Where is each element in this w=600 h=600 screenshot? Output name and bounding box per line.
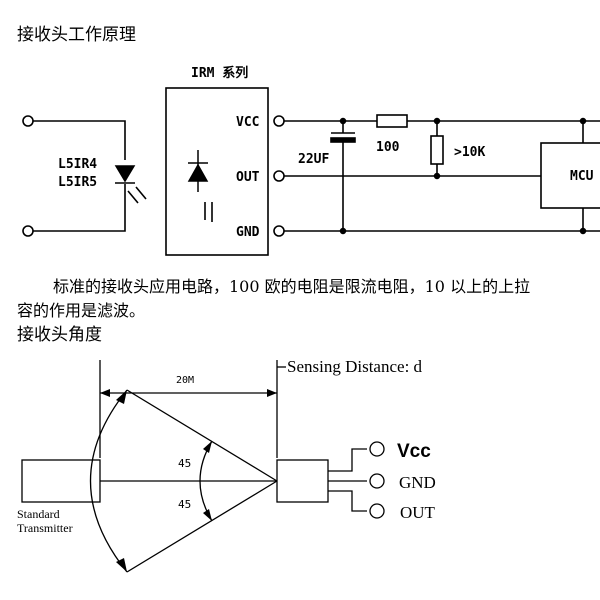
capacitor-label: 22UF	[298, 152, 329, 167]
out-pin-terminal	[369, 503, 385, 519]
circuit-diagram: IRM 系列 L5IR4 L5IR5 VCC OUT GND 22UF 100 …	[22, 65, 600, 256]
led-wire-top	[33, 120, 126, 160]
cone-outer-arc	[90, 389, 128, 573]
cone-lower-edge	[126, 480, 278, 573]
led-label-1: L5IR4	[58, 157, 97, 172]
led-wire-bottom	[33, 184, 126, 232]
mcu-box	[540, 142, 600, 209]
gnd-terminal	[273, 225, 285, 237]
input-terminal-bottom	[22, 225, 34, 237]
out-pin-label: OUT	[236, 170, 260, 185]
out-terminal	[273, 170, 285, 182]
receiver-box	[276, 459, 329, 503]
mcu-label: MCU	[570, 169, 594, 184]
angle-diagram: 20M 45 45 Standard Transmitter Sensing D…	[17, 357, 436, 573]
resistor-label: 100	[376, 140, 400, 155]
vcc-pin-terminal	[369, 441, 385, 457]
vcc-pin-label: VCC	[236, 115, 259, 130]
gnd-pin-label: GND	[236, 225, 260, 240]
standard-transmitter-box	[21, 459, 101, 503]
input-terminal-top	[22, 115, 34, 127]
led-label-2: L5IR5	[58, 175, 97, 190]
cone-upper-edge	[126, 389, 278, 482]
range-label: 20M	[176, 375, 194, 386]
paragraph-line-2: 容的作用是滤波。	[17, 301, 146, 320]
vcc-pin-label: Vcc	[397, 441, 431, 462]
cap-plate-bottom	[330, 137, 356, 143]
gnd-pin-label: GND	[399, 473, 436, 492]
angle-label-top: 45	[178, 457, 191, 470]
paragraph-line-1: 标准的接收头应用电路，100 欧的电阻是限流电阻，10 以上的上拉	[53, 277, 531, 296]
sensing-distance-label: Sensing Distance: d	[287, 357, 423, 376]
angle-label-bottom: 45	[178, 498, 191, 511]
pullup-label: >10K	[454, 145, 485, 160]
resistor-100	[376, 114, 408, 128]
out-pin-label: OUT	[400, 503, 436, 522]
irm-module-box	[165, 87, 269, 256]
resistor-pullup	[430, 135, 444, 165]
vcc-terminal	[273, 115, 285, 127]
module-title: IRM 系列	[191, 65, 248, 81]
gnd-pin-terminal	[369, 473, 385, 489]
heading-working-principle: 接收头工作原理	[17, 25, 136, 45]
transmitter-label-1: Standard	[17, 507, 60, 521]
heading-receiver-angle: 接收头角度	[17, 325, 102, 345]
led-emitter-icon	[114, 165, 136, 183]
transmitter-label-2: Transmitter	[17, 521, 73, 535]
